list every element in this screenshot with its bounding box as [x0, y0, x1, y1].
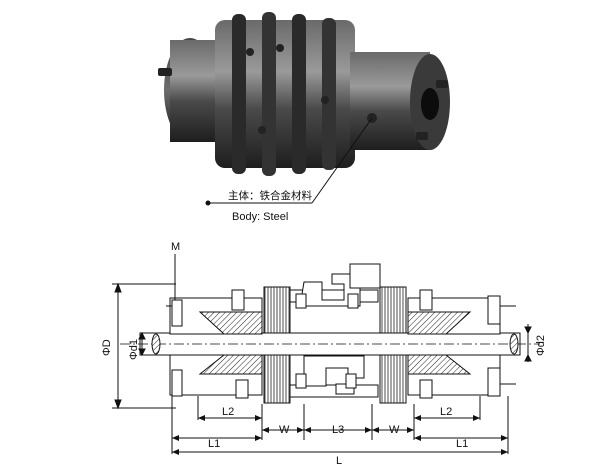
label-l2-right: L2: [440, 406, 452, 418]
label-l3: L3: [332, 424, 344, 436]
dimension-arrows: [172, 415, 508, 455]
caption-english: Body: Steel: [232, 211, 288, 223]
label-l2-left: L2: [222, 406, 234, 418]
label-m: M: [171, 241, 180, 253]
label-d1: Φd1: [128, 339, 140, 360]
callout-dot: [205, 200, 211, 206]
label-l1-right: L1: [456, 438, 468, 450]
caption-chinese: 主体：铁合金材料: [228, 189, 312, 202]
label-w-left: W: [279, 424, 290, 436]
label-l1-left: L1: [208, 438, 220, 450]
label-l-overall: L: [336, 455, 342, 467]
label-w-right: W: [389, 424, 400, 436]
technical-drawing: [112, 254, 540, 454]
label-d: ΦD: [101, 339, 113, 356]
label-d2: Φd2: [535, 335, 547, 356]
product-photo: [158, 12, 450, 206]
